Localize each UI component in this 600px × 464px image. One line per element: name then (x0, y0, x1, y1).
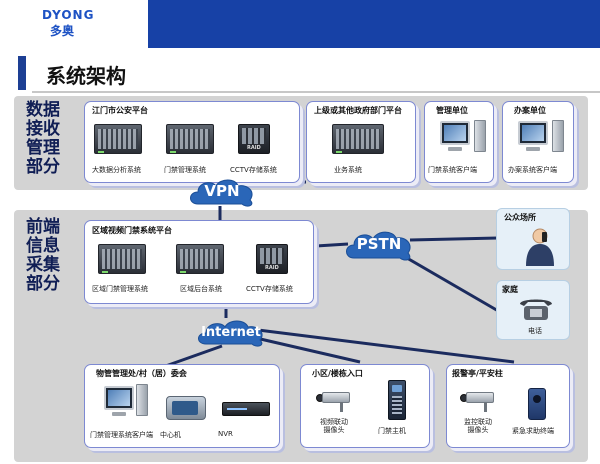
workstation-icon (440, 121, 470, 145)
caption-regional-access: 区域门禁管理系统 (92, 285, 148, 293)
title-divider (32, 91, 600, 93)
caption-monitor-camera: 监控联动 摄像头 (464, 418, 492, 434)
panel-entrance (300, 364, 430, 448)
link-internet-entrance (255, 336, 361, 364)
panel-gov-title: 上级或其他政府部门平台 (314, 106, 402, 115)
raid-label: RAID (247, 145, 261, 151)
title-accent-bar (18, 56, 26, 90)
panel-case-unit-title: 办案单位 (514, 106, 546, 115)
vpn-cloud: VPN (186, 174, 258, 210)
caption-door-host: 门禁主机 (378, 427, 406, 435)
pc-tower (136, 384, 148, 416)
server-rack-icon (332, 124, 384, 154)
link-pstn-public (409, 236, 499, 242)
frontend-layer-label: 前端 信息 采集 部分 (26, 217, 60, 294)
caption-regional-backend: 区域后台系统 (180, 285, 222, 293)
caption-sos-terminal: 紧急求助终端 (512, 427, 554, 435)
header-bar: DYONG 多奥 (0, 0, 600, 48)
caption-access-client: 门禁系统客户端 (428, 166, 477, 174)
panel-public-place-title: 公众场所 (504, 213, 536, 222)
caption-bigdata: 大数据分析系统 (92, 166, 141, 174)
monitor-stand (112, 412, 126, 416)
person-on-phone-icon (526, 228, 554, 266)
caption-business-system: 业务系统 (334, 166, 362, 174)
logo-text-en: DYONG (42, 8, 95, 22)
door-intercom-icon (388, 380, 406, 420)
internet-label: Internet (201, 324, 261, 340)
caption-central-unit: 中心机 (160, 431, 181, 439)
header-blue-strip (148, 0, 600, 48)
camera-arm (484, 402, 487, 412)
workstation-icon (104, 386, 134, 410)
nvr-device-icon (222, 402, 270, 416)
panel-city-police-title: 江门市公安平台 (92, 106, 148, 115)
caption-case-client: 办案系统客户端 (508, 166, 557, 174)
panel-property-title: 物管管理处/村（居）委会 (96, 369, 187, 378)
page-title: 系统架构 (46, 64, 126, 88)
caption-telephone: 电话 (528, 327, 542, 335)
raid-label: RAID (265, 265, 279, 271)
caption-access-mgmt: 门禁管理系统 (164, 166, 206, 174)
pc-tower (474, 120, 486, 152)
server-rack-icon (98, 244, 146, 274)
link-internet-post (257, 328, 515, 364)
panel-entrance-title: 小区/楼栋入口 (312, 369, 363, 378)
telephone-icon (520, 299, 552, 320)
cctv-camera-icon (460, 390, 496, 412)
cctv-camera-icon (316, 390, 352, 412)
caption-regional-cctv: CCTV存储系统 (246, 285, 293, 293)
link-regional-pstn (315, 242, 349, 248)
internet-cloud: Internet (194, 316, 268, 350)
panel-police-post-title: 报警亭/平安柱 (452, 369, 503, 378)
server-rack-icon (94, 124, 142, 154)
caption-nvr: NVR (218, 430, 233, 438)
panel-regional-title: 区域视频门禁系统平台 (92, 226, 172, 235)
server-rack-icon (166, 124, 214, 154)
cloud-shape (346, 231, 411, 261)
panel-mgmt-unit-title: 管理单位 (436, 106, 468, 115)
pc-tower (552, 120, 564, 152)
camera-arm (340, 402, 343, 412)
monitor-stand (526, 147, 540, 151)
pstn-label: PSTN (356, 235, 402, 254)
link-pstn-home (399, 252, 501, 314)
caption-linked-camera: 视频联动 摄像头 (320, 418, 348, 434)
data-layer-label: 数据 接收 管理 部分 (26, 100, 60, 177)
panel-police-post (446, 364, 570, 448)
caption-property-client: 门禁管理系统客户端 (90, 431, 153, 439)
raid-storage-icon: RAID (238, 124, 270, 154)
raid-storage-icon: RAID (256, 244, 288, 274)
logo-area (0, 0, 148, 48)
cloud-shape (198, 320, 263, 347)
caption-cctv-storage: CCTV存储系统 (230, 166, 277, 174)
server-rack-icon (176, 244, 224, 274)
panel-gov (306, 101, 416, 183)
control-panel-icon (166, 396, 206, 420)
workstation-icon (518, 121, 548, 145)
vpn-label: VPN (204, 182, 240, 201)
panel-home-title: 家庭 (502, 285, 518, 294)
cloud-shape (190, 179, 253, 207)
monitor-stand (448, 147, 462, 151)
logo-text-cn: 多奥 (50, 24, 75, 38)
pstn-cloud: PSTN (342, 226, 416, 264)
camera-body (466, 392, 494, 403)
camera-body (322, 392, 350, 403)
sos-terminal-icon (528, 388, 546, 420)
